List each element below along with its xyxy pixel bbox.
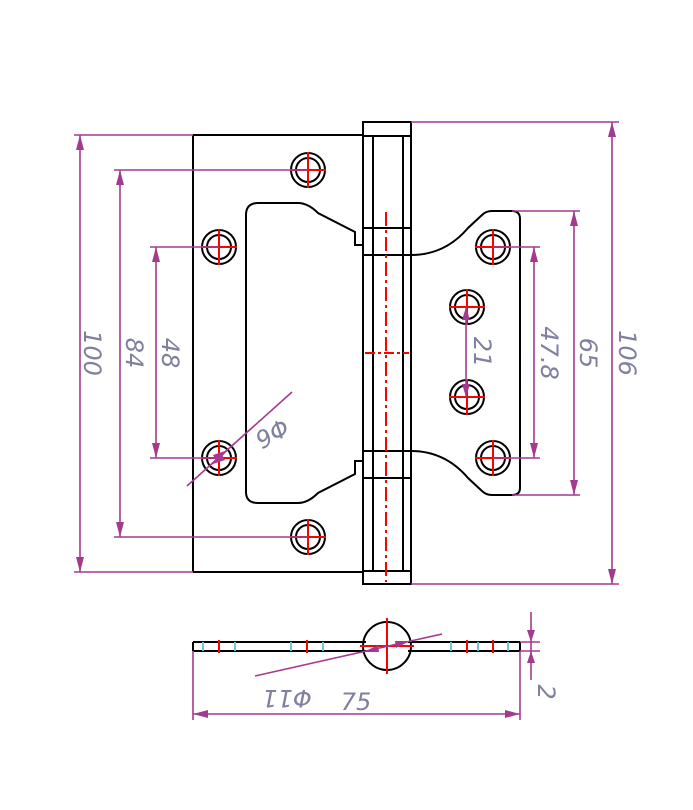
dim-21-label: 21 <box>468 337 496 368</box>
screw-holes <box>201 152 511 555</box>
dim-2-label: 2 <box>532 684 560 699</box>
dim-21: 21 <box>462 307 496 397</box>
left-leaf-cutout <box>245 202 362 504</box>
dim-2: 2 <box>520 612 560 700</box>
dim-106-label: 106 <box>613 330 641 376</box>
dim-phi11-label: Φ11 <box>262 684 311 712</box>
right-leaf <box>410 210 521 496</box>
dim-phi6: Φ6 <box>186 391 294 487</box>
dim-65-label: 65 <box>574 338 602 369</box>
dim-106: 106 <box>411 121 641 585</box>
dim-phi11: Φ11 <box>254 633 443 712</box>
dim-84: 84 <box>114 169 308 538</box>
dim-48-label: 48 <box>156 338 184 369</box>
bottom-view <box>192 618 521 674</box>
dim-phi6-label: Φ6 <box>250 412 294 453</box>
dim-47-8-label: 47.8 <box>535 326 563 379</box>
dim-47-8: 47.8 <box>493 246 563 459</box>
left-leaf <box>192 134 362 573</box>
dim-100-label: 100 <box>78 330 106 376</box>
dim-75-label: 75 <box>341 688 372 716</box>
dim-75: 75 <box>192 651 521 720</box>
knuckle-centerline <box>365 212 409 582</box>
dim-48: 48 <box>150 246 219 459</box>
dim-100: 100 <box>74 134 193 573</box>
dim-84-label: 84 <box>120 338 148 369</box>
dim-65: 65 <box>512 210 602 496</box>
